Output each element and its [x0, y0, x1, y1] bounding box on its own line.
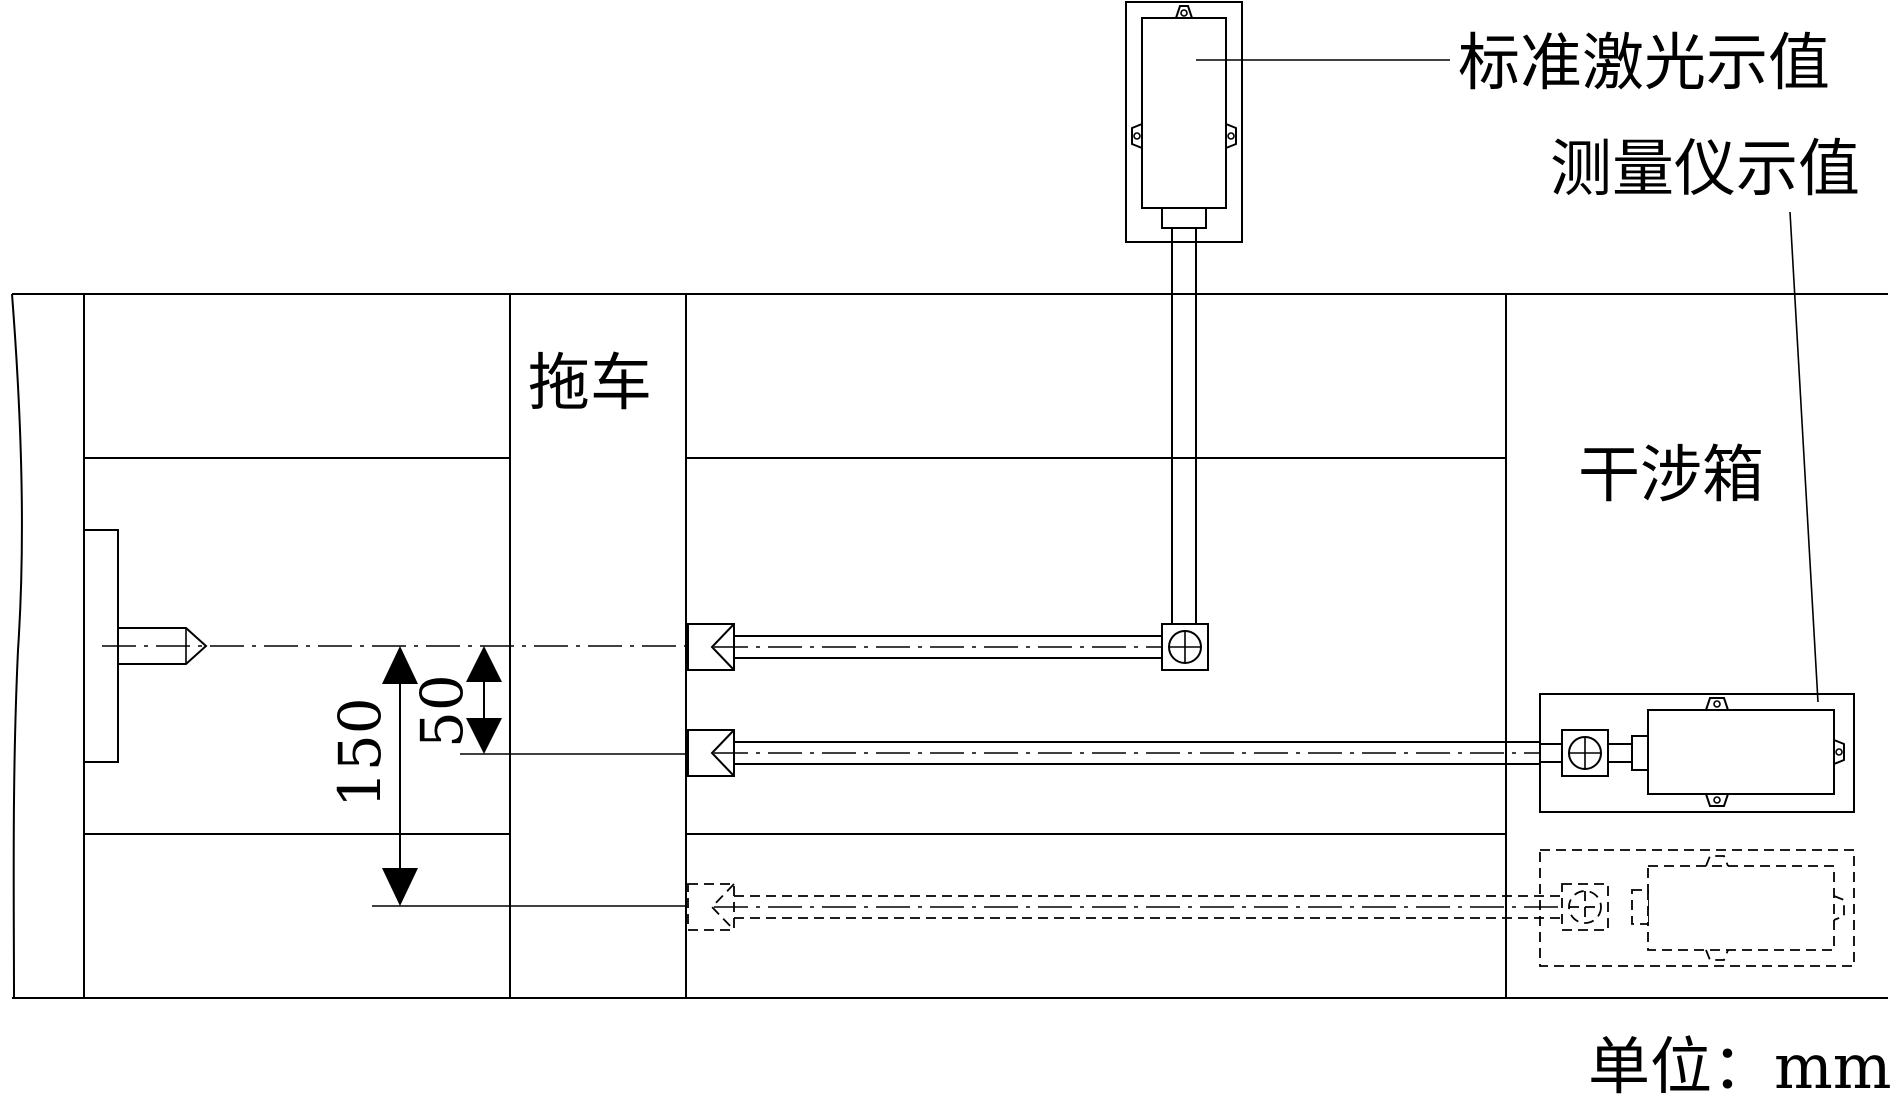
beam-tube-2: [734, 741, 1540, 765]
interference-box-label: 干涉箱: [1578, 438, 1764, 511]
dimension-150-text: 150: [326, 697, 394, 808]
leader-meter: [1789, 211, 1819, 703]
unit-label: 单位：mm: [1588, 1030, 1892, 1103]
dimension-50-text: 50: [408, 674, 476, 748]
detector-1: [1161, 623, 1209, 671]
measuring-instrument: [1539, 693, 1855, 813]
dimension-50: [460, 646, 686, 755]
fixture-plate: [83, 529, 208, 763]
standard-laser-label: 标准激光示值: [1458, 26, 1830, 99]
beam-tube-1: [734, 635, 1164, 659]
standard-laser-unit: [1125, 1, 1243, 634]
dimension-150: [372, 646, 686, 907]
measuring-instrument-moved: [1539, 849, 1855, 967]
beam-tube-3-moved: [734, 895, 1562, 919]
meter-value-label: 测量仪示值: [1550, 132, 1860, 205]
trailer-label: 拖车: [528, 346, 652, 419]
